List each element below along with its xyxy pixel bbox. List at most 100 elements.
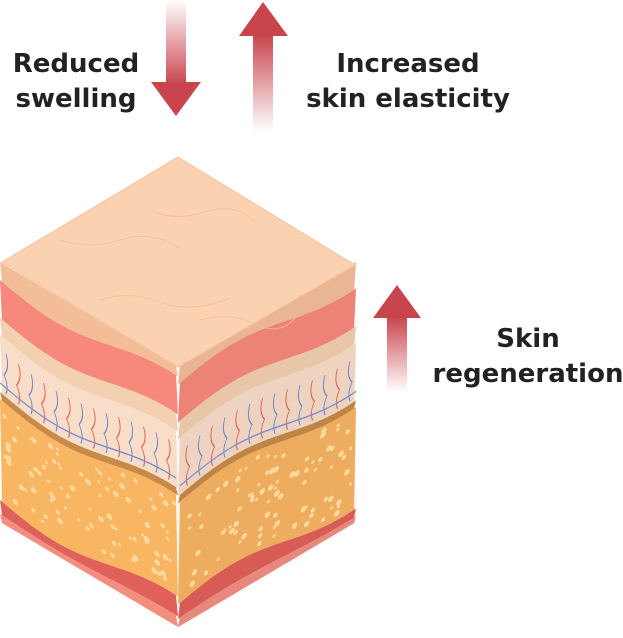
fat-cell xyxy=(51,458,57,464)
fat-cell xyxy=(304,456,310,462)
fat-cell xyxy=(281,453,286,459)
fat-cell xyxy=(233,520,240,528)
fat-cell xyxy=(272,534,276,538)
fat-cell xyxy=(101,549,107,555)
fat-cell xyxy=(241,533,247,540)
fat-cell xyxy=(107,477,112,481)
fat-cell xyxy=(110,552,115,558)
fat-cell xyxy=(98,515,104,523)
fat-cell xyxy=(12,498,19,506)
bottom-red-layer xyxy=(0,500,178,617)
fat-cell xyxy=(96,479,101,484)
fat-cell xyxy=(113,490,119,498)
fat-cell xyxy=(94,467,99,472)
bottom-light-layer xyxy=(178,516,356,628)
fat-cell xyxy=(269,467,275,475)
fat-cell xyxy=(132,536,137,542)
fat-cell xyxy=(274,520,281,527)
fat-cell xyxy=(144,521,151,529)
fat-cell xyxy=(158,491,164,498)
fat-cell xyxy=(348,482,353,486)
fat-cell xyxy=(336,423,340,428)
dermis-layer xyxy=(178,343,356,497)
fat-cell xyxy=(259,488,266,495)
fat-cell xyxy=(275,480,279,484)
label-line: Reduced xyxy=(12,49,140,79)
fat-cell xyxy=(303,520,310,528)
fat-cell xyxy=(289,471,296,478)
label-line: swelling xyxy=(15,84,137,114)
fat-cell xyxy=(336,499,342,506)
label-skin-regeneration: Skin regeneration xyxy=(428,322,623,392)
cube-right-face xyxy=(178,262,357,630)
fat-cell xyxy=(233,530,238,536)
fat-cell xyxy=(154,550,160,558)
label-increased-elasticity: Increased skin elasticity xyxy=(298,47,518,117)
fat-cell xyxy=(198,512,202,517)
fat-cell xyxy=(5,441,12,449)
label-line: Skin xyxy=(496,324,560,354)
fat-cell xyxy=(105,486,110,492)
fat-cell xyxy=(195,549,201,557)
fat-cell xyxy=(327,495,334,503)
label-line: Increased xyxy=(336,49,480,79)
fat-cell xyxy=(171,500,177,506)
fat-cell xyxy=(98,493,102,498)
fat-cell xyxy=(249,492,254,498)
fat-cell xyxy=(321,427,327,434)
fat-cell xyxy=(304,505,308,509)
fat-cell xyxy=(111,540,117,546)
cream-layer xyxy=(178,326,356,440)
fat-cell xyxy=(144,539,149,545)
fat-cell xyxy=(55,509,61,515)
fat-cell xyxy=(160,523,165,529)
face-shade xyxy=(178,262,356,630)
fat-cell xyxy=(238,468,242,473)
fat-cell xyxy=(216,557,220,562)
fat-cell xyxy=(133,478,138,484)
fat-cell xyxy=(166,536,170,541)
fat-cell xyxy=(267,484,274,491)
fat-cell xyxy=(18,484,25,491)
fat-cell xyxy=(165,530,170,535)
fat-cell xyxy=(30,486,37,494)
arrow-down-icon xyxy=(151,0,201,116)
fat-cell xyxy=(329,465,334,469)
fat-cell xyxy=(76,517,81,522)
fat-cell xyxy=(238,540,242,544)
fat-cell xyxy=(6,459,12,467)
fat-cell xyxy=(28,471,35,478)
label-reduced-swelling: Reduced swelling xyxy=(0,47,152,117)
skin-top-surface xyxy=(1,156,356,368)
fat-cell xyxy=(85,526,90,532)
fat-cell xyxy=(291,522,298,530)
fat-cell xyxy=(277,493,284,500)
fat-cell xyxy=(31,437,37,444)
fat-cell xyxy=(336,427,340,432)
fat-cell xyxy=(272,525,277,530)
fat-cell xyxy=(247,493,252,497)
fat-cell xyxy=(44,460,48,465)
fat-cell xyxy=(345,429,351,435)
fat-layer xyxy=(0,399,178,597)
fat-cell xyxy=(149,497,153,502)
fat-cell xyxy=(264,511,271,518)
cube-left-face xyxy=(0,262,178,628)
fat-cell xyxy=(199,524,204,530)
fat-cell xyxy=(63,506,68,511)
fat-cell xyxy=(223,528,227,532)
fat-layer xyxy=(178,407,356,605)
fat-cell xyxy=(65,493,71,499)
fat-cell xyxy=(234,475,241,483)
arrow-up-regeneration-icon xyxy=(373,285,421,392)
fat-cell xyxy=(128,535,132,540)
fat-cell xyxy=(168,558,172,563)
fat-cell xyxy=(55,447,59,451)
fat-cell xyxy=(5,446,12,453)
fat-cell xyxy=(119,482,125,490)
fat-cell xyxy=(16,426,20,430)
fat-cell xyxy=(162,499,169,507)
fat-cell xyxy=(323,496,329,502)
red-layer xyxy=(0,280,178,415)
